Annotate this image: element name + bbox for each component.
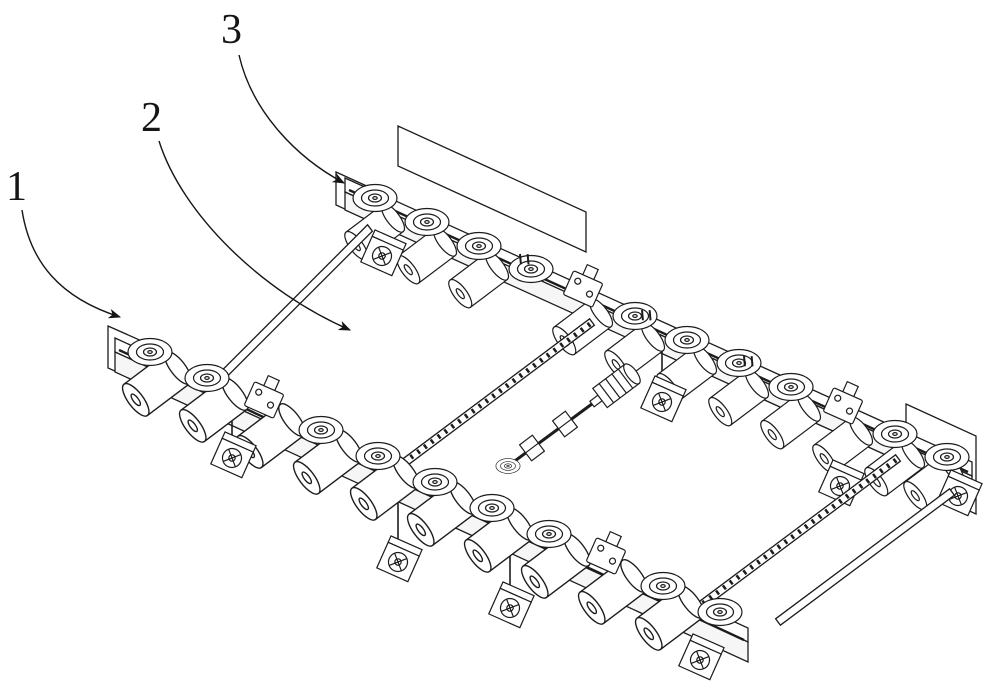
reference-labels: 1 2 3 — [6, 7, 352, 331]
cross-beam-right-end — [774, 487, 956, 627]
roller-disc — [768, 372, 814, 402]
drive-motor — [488, 581, 535, 629]
reference-numeral-2: 2 — [141, 95, 162, 141]
roller-disc — [508, 254, 554, 284]
roller-disc — [298, 415, 344, 445]
roller-disc — [127, 337, 173, 367]
front-conveyor-rail — [107, 324, 749, 681]
roller-disc — [872, 419, 918, 449]
shaft-coupler — [551, 410, 579, 438]
cross-members — [208, 223, 956, 627]
shaft-coupler — [518, 434, 546, 462]
cross-beam-left-end — [208, 223, 374, 391]
rear-roller-cylinders — [340, 199, 969, 514]
drive-motor — [376, 535, 423, 583]
roller-disc — [355, 441, 401, 471]
drive-shaft — [507, 396, 601, 468]
leader-line-1 — [21, 209, 122, 319]
rear-conveyor-rail — [335, 124, 983, 517]
roller-disc — [184, 363, 230, 393]
front-roller-discs — [127, 337, 743, 627]
rack-beam-left — [388, 317, 596, 477]
roller-disc — [352, 183, 398, 213]
roller-disc — [716, 348, 762, 378]
roller-disc — [526, 519, 572, 549]
drive-gear — [495, 458, 521, 474]
reference-numeral-3: 3 — [221, 7, 242, 53]
roller-disc — [404, 207, 450, 237]
reference-numeral-1: 1 — [6, 164, 27, 210]
leader-line-3 — [238, 54, 345, 184]
roller-disc — [640, 571, 686, 601]
roller-disc — [412, 467, 458, 497]
roller-disc — [456, 231, 502, 261]
roller-disc — [664, 325, 710, 355]
center-drive — [495, 360, 644, 474]
roller-disc — [469, 493, 515, 523]
roller-disc — [697, 597, 743, 627]
roller-disc — [924, 442, 970, 472]
rear-rail-back-plate-left — [397, 124, 587, 254]
rack-teeth — [700, 457, 898, 607]
leader-line-2 — [158, 140, 352, 331]
